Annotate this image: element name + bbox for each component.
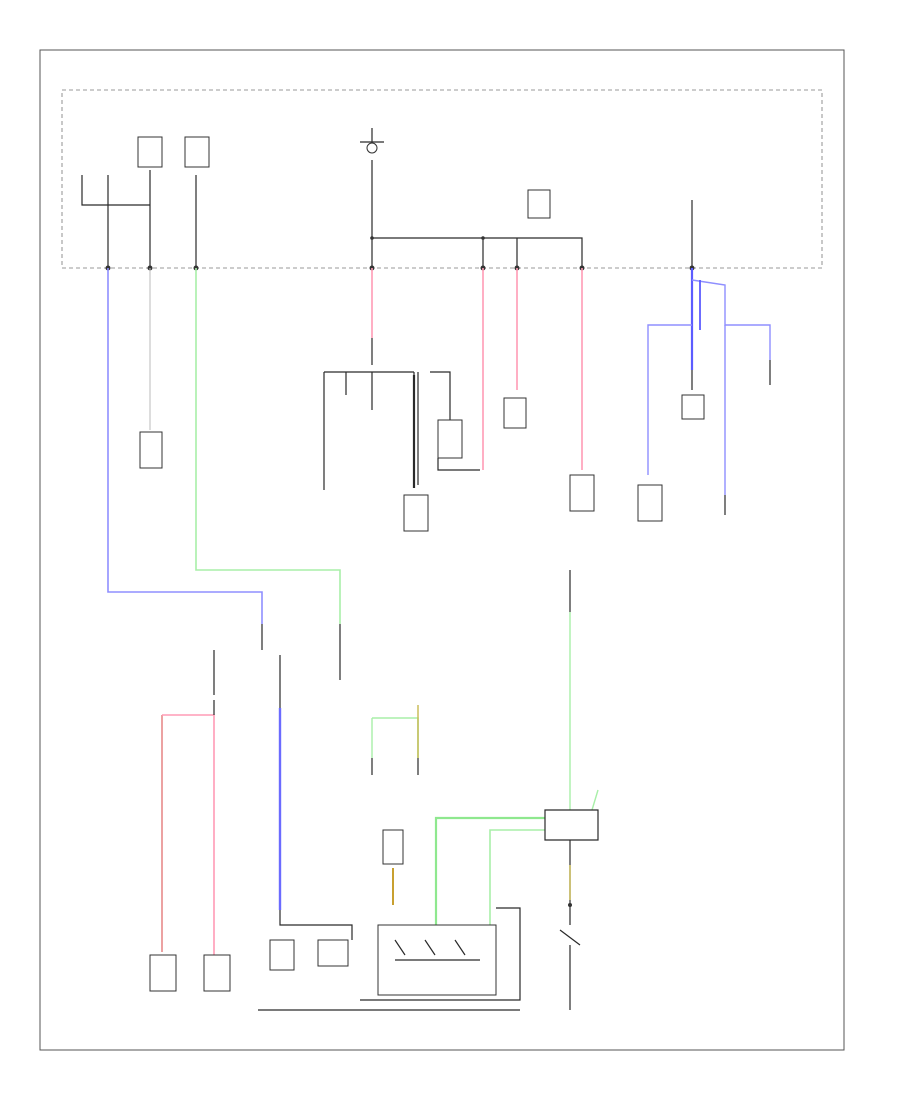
wire-blue-left — [107, 268, 263, 624]
wire-green-left — [195, 268, 341, 624]
diagram-frame — [39, 49, 845, 1051]
right-lower-switch — [559, 903, 581, 1010]
connector-pins — [105, 236, 695, 271]
lower-left-group — [149, 650, 231, 992]
green-connector-lower — [339, 624, 419, 775]
bottom-switch-box — [360, 829, 521, 1001]
wires-blue-right — [637, 268, 771, 522]
fuse-box-outline — [61, 89, 823, 269]
fuse-box-components — [81, 128, 693, 268]
bottom-small-boxes — [258, 939, 520, 1011]
harness-middle — [323, 338, 595, 532]
